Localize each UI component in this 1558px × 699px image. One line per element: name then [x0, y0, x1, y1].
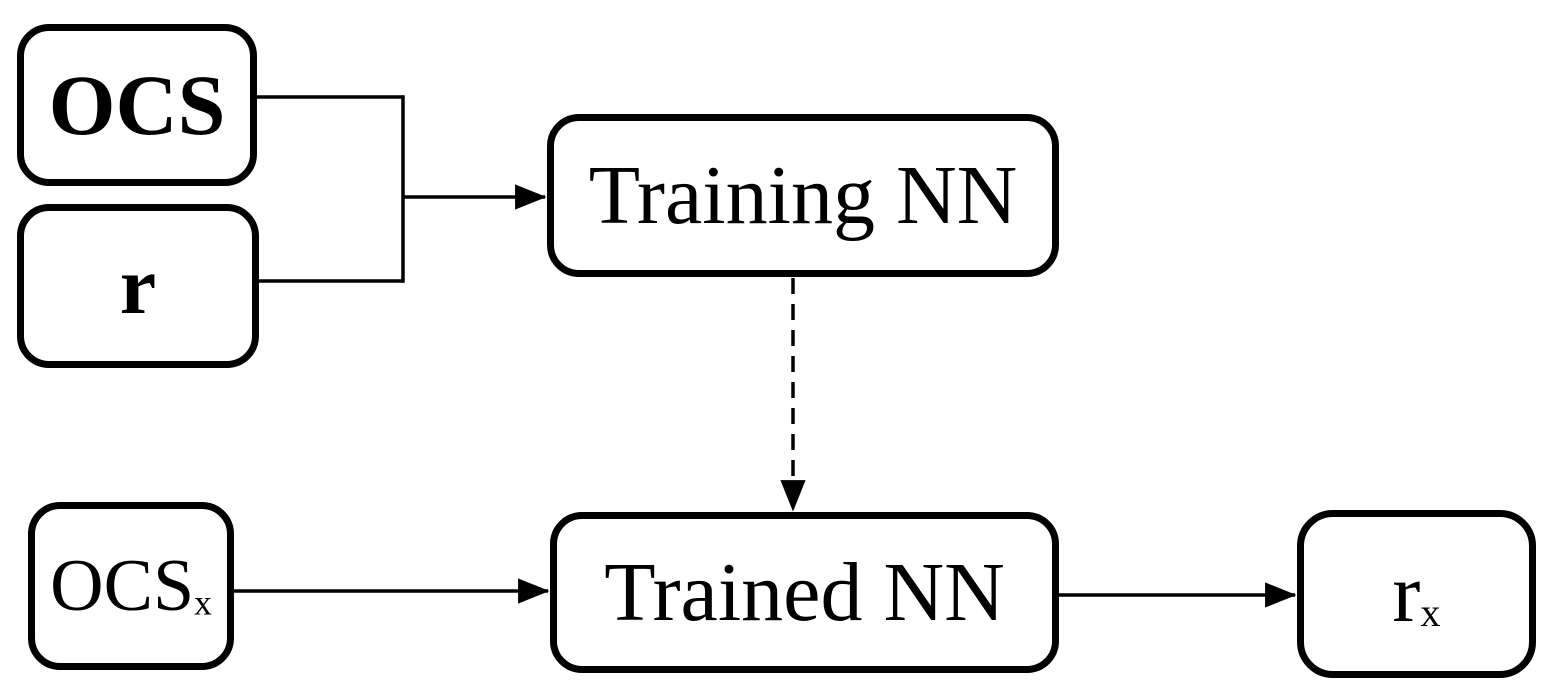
node-r-x: rx — [1297, 510, 1536, 678]
node-ocs-x-label: OCSx — [50, 549, 212, 623]
node-r-x-subscript: x — [1420, 589, 1441, 635]
node-trained-nn: Trained NN — [550, 512, 1059, 673]
node-ocs-x-base: OCS — [50, 545, 195, 627]
node-training-nn: Training NN — [547, 114, 1059, 277]
node-r-x-label: rx — [1392, 552, 1440, 636]
node-ocs-x-subscript: x — [194, 582, 212, 623]
node-training-nn-label: Training NN — [588, 148, 1018, 242]
node-ocs-x: OCSx — [28, 502, 234, 670]
node-r: r — [17, 204, 259, 368]
node-r-x-base: r — [1392, 547, 1421, 640]
node-trained-nn-label: Trained NN — [604, 545, 1005, 639]
node-ocs: OCS — [17, 24, 257, 186]
node-ocs-label: OCS — [48, 57, 226, 153]
node-r-label: r — [119, 240, 157, 331]
